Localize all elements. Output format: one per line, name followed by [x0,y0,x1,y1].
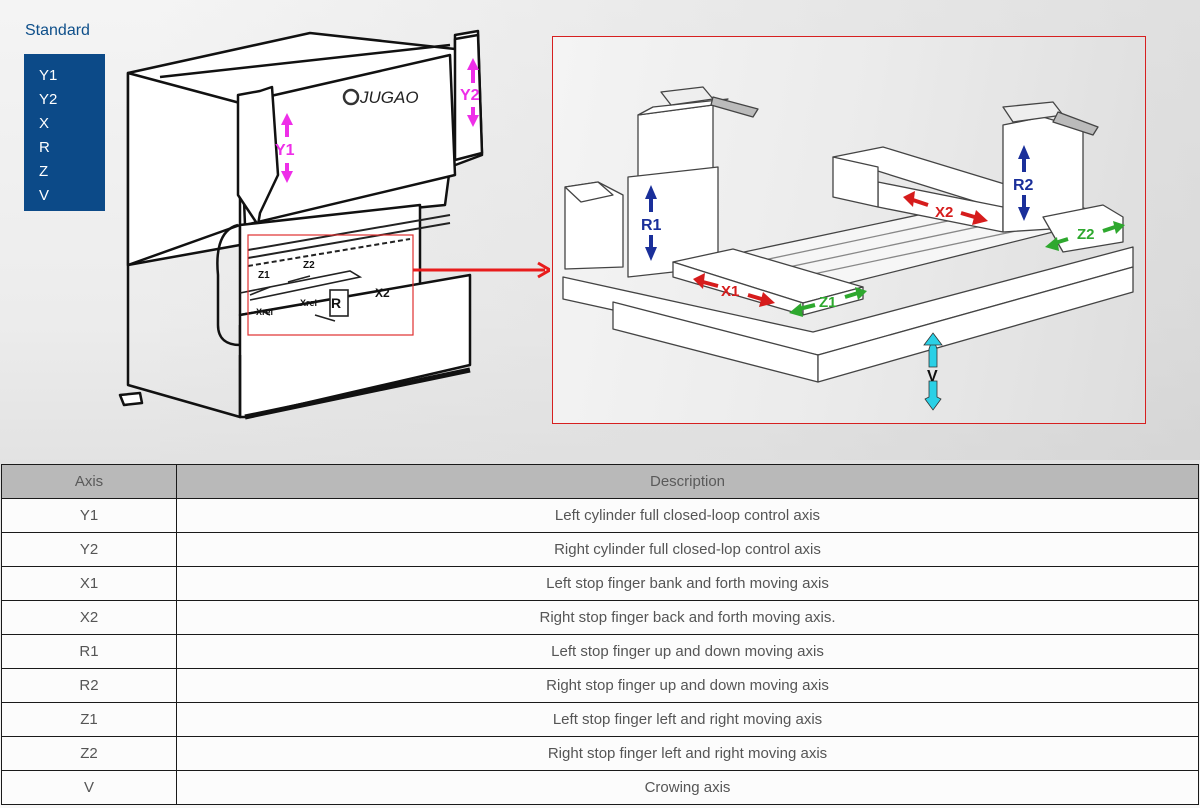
standard-axis-item: Y2 [39,91,58,108]
x2-arrow-icon [903,191,988,225]
description-cell: Right cylinder full closed-lop control a… [176,532,1199,567]
axis-cell: Z1 [1,702,177,737]
callout-arrow-icon [413,261,550,279]
axis-cell: X2 [1,600,177,635]
description-cell: Left cylinder full closed-loop control a… [176,498,1199,533]
z2-label: Z2 [1077,226,1095,243]
axis-cell: Z2 [1,736,177,771]
description-cell: Right stop finger up and down moving axi… [176,668,1199,703]
standard-axis-item: Z [39,163,49,180]
y2-arrow-icon [467,58,479,127]
z1-arrow-icon [789,287,867,317]
r1-label: R1 [641,217,662,234]
v-label: V [927,368,938,385]
header-axis: Axis [1,464,177,499]
standard-axis-item: X [39,115,50,132]
z1-label: Z1 [819,294,837,311]
description-cell: Right stop finger left and right moving … [176,736,1199,771]
standard-title: Standard [25,22,90,39]
axis-cell: V [1,770,177,805]
v-arrow-icon [923,332,943,411]
header-description: Description [176,464,1199,499]
x1-arrow-icon [693,273,775,307]
r2-label: R2 [1013,177,1034,194]
xrel-left-label: Xrel [256,307,273,317]
x1-label: X1 [721,283,739,300]
x2-label: X2 [935,204,953,221]
standard-axis-list: Y1 Y2 X R Z V [24,54,105,211]
standard-axis-item: V [39,187,50,204]
y1-arrow-icon [281,113,293,183]
description-cell: Left stop finger left and right moving a… [176,702,1199,737]
table-header-row: Axis Description [1,464,1199,499]
press-brake-drawing: R Z1 Z2 X2 Xrel Xrel JUGAO Y1 Y2 [118,29,550,420]
z2-arrow-icon [1045,221,1125,251]
y2-label: Y2 [460,87,480,104]
axis-cell: Y2 [1,532,177,567]
jugao-logo-icon [342,88,360,106]
description-cell: Left stop finger up and down moving axis [176,634,1199,669]
xrel-right-label: Xrel [300,298,317,308]
description-cell: Crowing axis [176,770,1199,805]
description-cell: Left stop finger bank and forth moving a… [176,566,1199,601]
r2-arrow-icon [1018,145,1030,221]
axis-cell: R1 [1,634,177,669]
r-label: R [331,295,341,311]
standard-axis-item: Y1 [39,67,58,84]
x2-left-label: X2 [375,286,390,300]
detail-callout-box [247,234,414,336]
z2-label: Z2 [303,260,315,271]
backgauge-detail-frame: R1 R2 X1 X2 Z1 Z2 [552,36,1146,424]
axis-cell: R2 [1,668,177,703]
axis-cell: Y1 [1,498,177,533]
y1-label: Y1 [275,142,295,159]
z1-label: Z1 [258,270,270,281]
backgauge-drawing: R1 R2 X1 X2 Z1 Z2 [562,86,1134,411]
standard-axis-item: R [39,139,50,156]
brand-text: JUGAO [359,88,419,107]
r1-arrow-icon [645,185,657,261]
axis-cell: X1 [1,566,177,601]
description-cell: Right stop finger back and forth moving … [176,600,1199,635]
